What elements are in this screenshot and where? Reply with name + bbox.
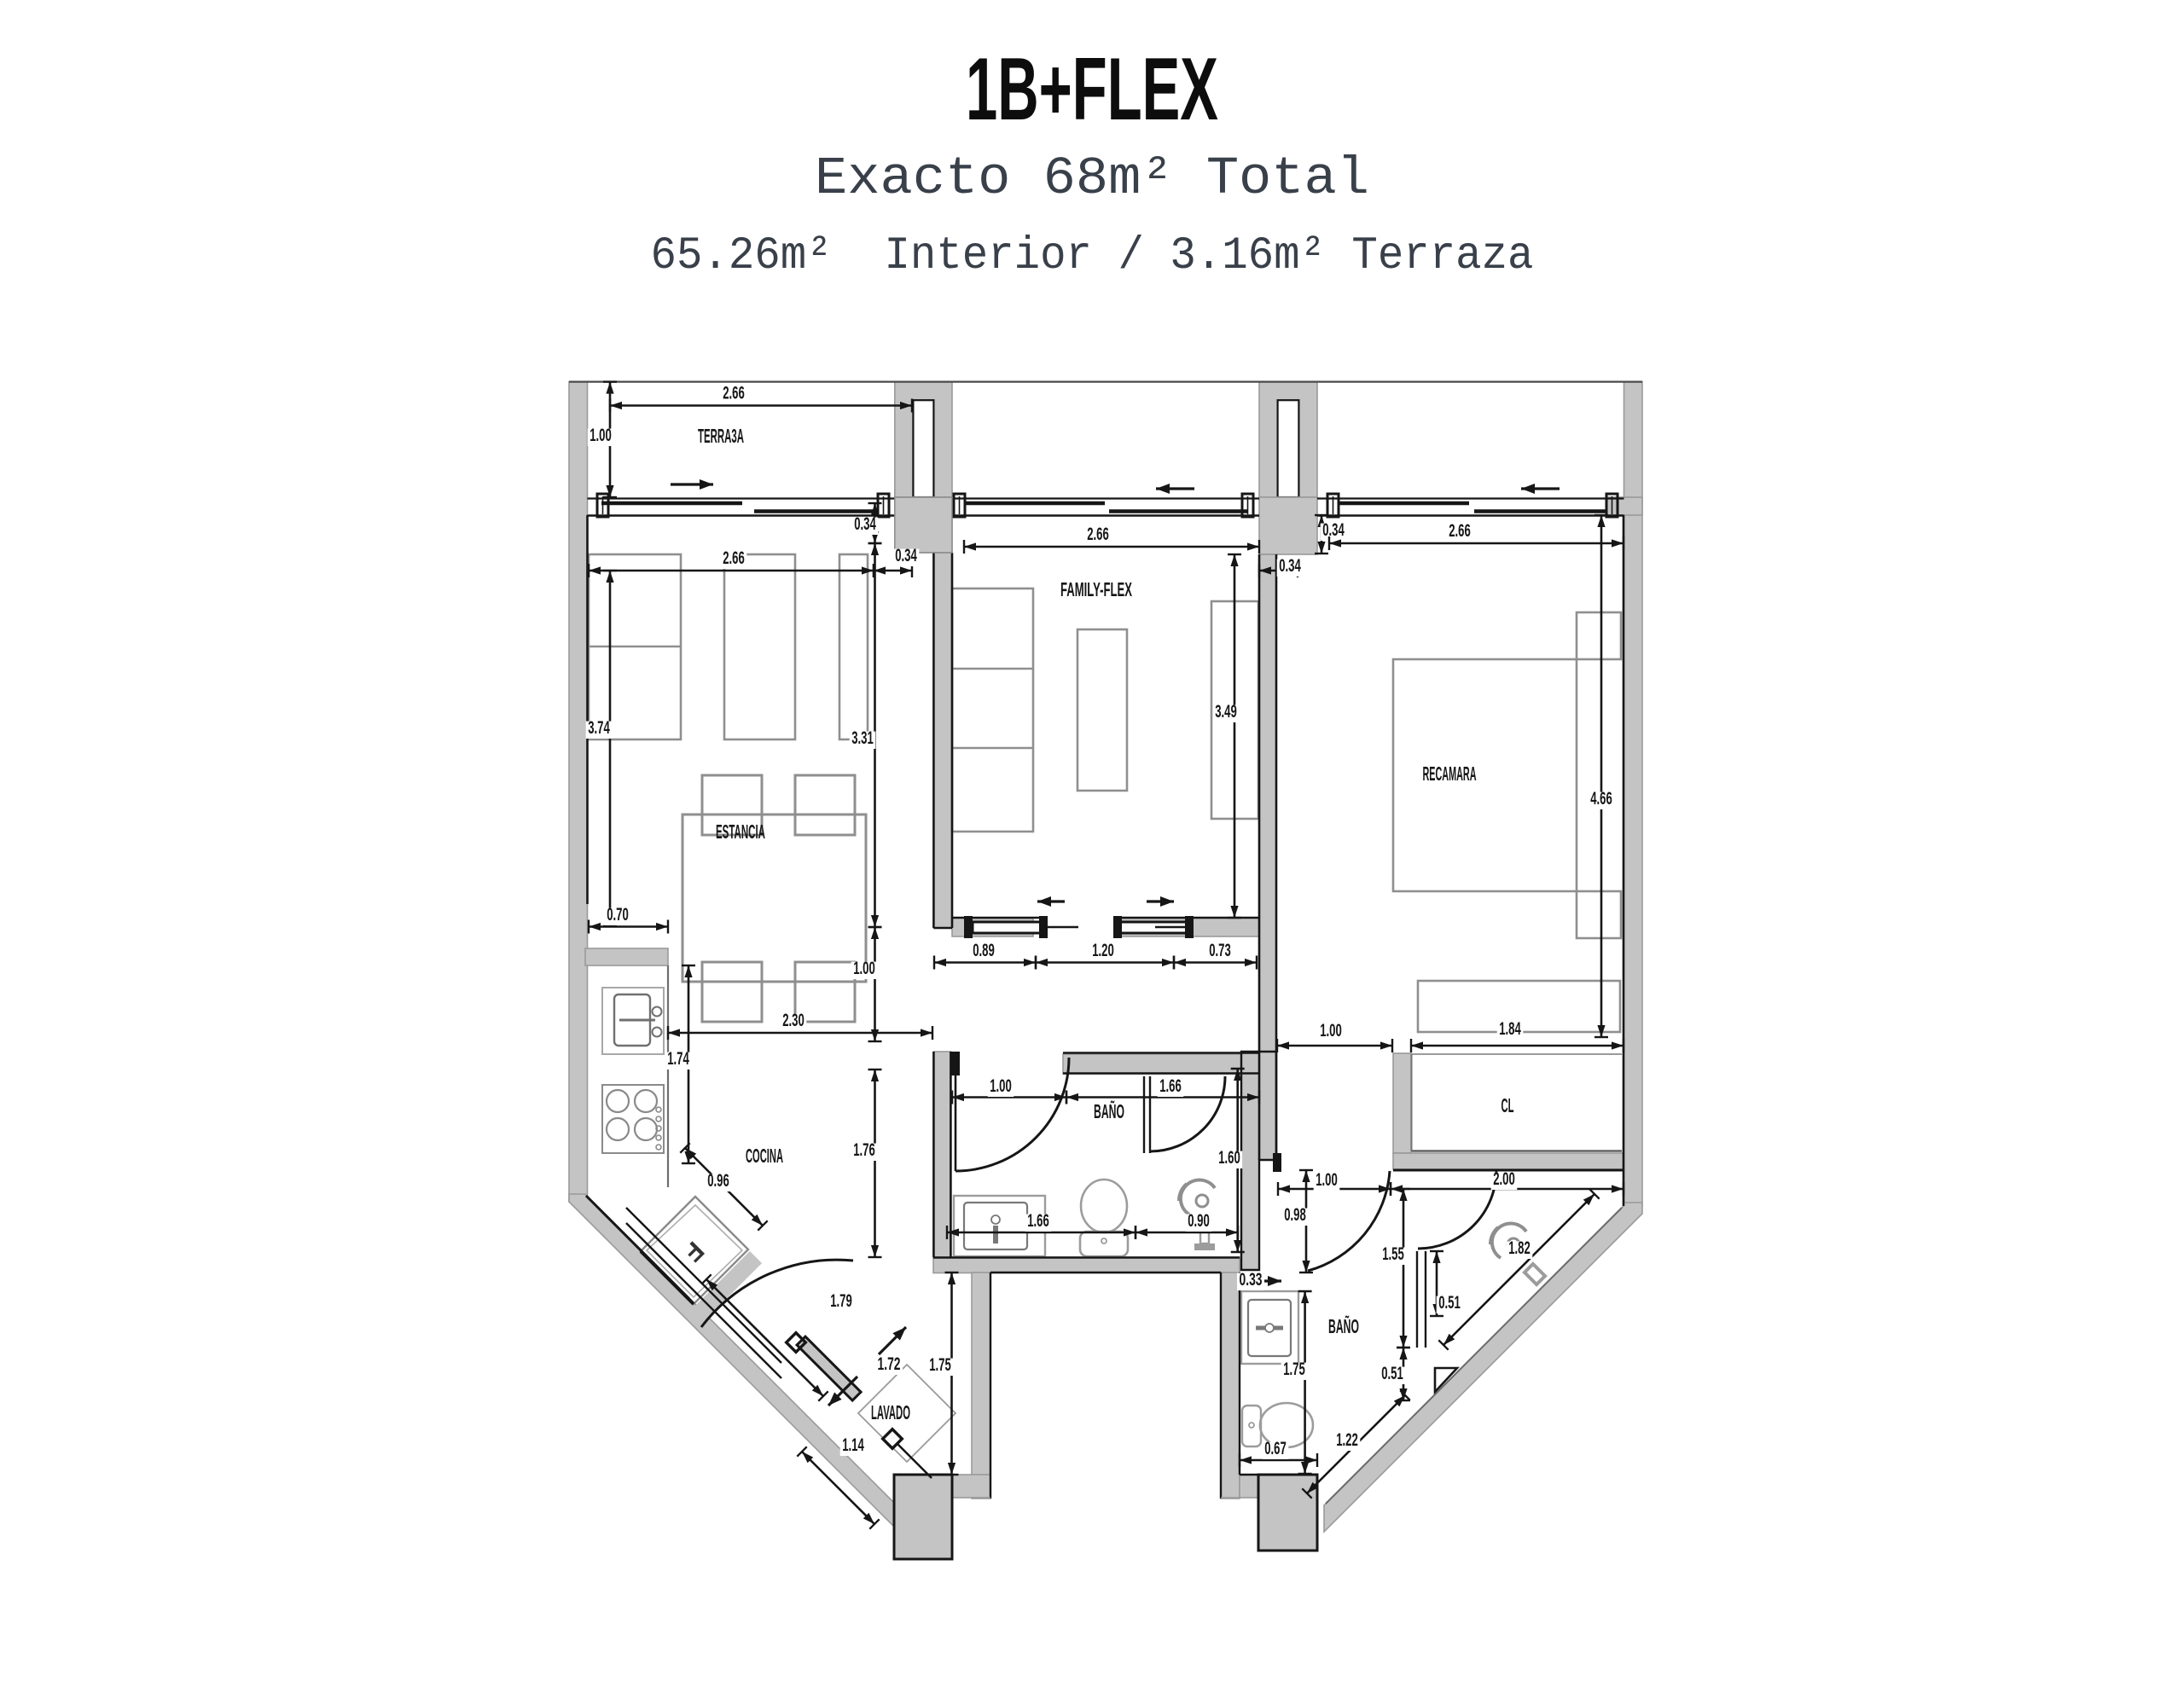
svg-text:0.96: 0.96 [707,1171,729,1191]
svg-text:0.73: 0.73 [1209,941,1231,960]
svg-text:1.82: 1.82 [1508,1238,1531,1258]
svg-text:1.76: 1.76 [853,1140,875,1160]
svg-text:0.98: 0.98 [1284,1205,1306,1225]
svg-text:1.75: 1.75 [929,1355,951,1375]
svg-text:1.00: 1.00 [990,1076,1012,1096]
svg-text:0.90: 0.90 [1188,1211,1210,1231]
svg-text:4.66: 4.66 [1590,789,1612,809]
svg-text:1.20: 1.20 [1092,941,1114,960]
svg-text:0.33: 0.33 [1240,1270,1263,1290]
svg-text:0.67: 0.67 [1264,1439,1287,1458]
svg-text:CL: CL [1502,1094,1514,1116]
svg-text:1B+FLEX: 1B+FLEX [966,40,1218,139]
svg-text:BAÑO: BAÑO [1094,1099,1124,1122]
svg-text:0.34: 0.34 [1279,556,1301,576]
svg-text:2.66: 2.66 [723,384,745,403]
svg-text:2.66: 2.66 [1449,521,1471,541]
svg-text:COCINA: COCINA [746,1145,783,1167]
svg-text:FAMILY-FLEX: FAMILY-FLEX [1060,578,1132,600]
svg-text:0.34: 0.34 [1322,520,1345,540]
svg-text:1.60: 1.60 [1218,1148,1240,1168]
svg-text:1.84: 1.84 [1499,1019,1521,1039]
svg-text:2.66: 2.66 [723,548,745,568]
svg-text:1.72: 1.72 [878,1354,901,1374]
svg-text:1.14: 1.14 [842,1435,864,1455]
svg-text:ESTANCIA: ESTANCIA [716,820,765,843]
svg-text:LAVADO: LAVADO [871,1401,910,1423]
svg-text:1.00: 1.00 [1320,1021,1342,1041]
svg-text:0.70: 0.70 [607,905,629,925]
svg-text:1.55: 1.55 [1382,1244,1404,1264]
svg-text:2.00: 2.00 [1493,1169,1515,1189]
svg-text:TERRA3A: TERRA3A [698,425,744,447]
svg-text:1.00: 1.00 [853,959,875,978]
svg-text:BAÑO: BAÑO [1328,1314,1359,1337]
svg-text:0.34: 0.34 [895,546,917,565]
svg-text:1.75: 1.75 [1283,1359,1305,1379]
svg-text:1.79: 1.79 [830,1291,852,1311]
svg-text:1.00: 1.00 [1316,1170,1338,1190]
svg-text:0.51: 0.51 [1381,1364,1403,1383]
svg-text:0.51: 0.51 [1438,1293,1461,1313]
svg-text:1.66: 1.66 [1159,1076,1182,1096]
svg-text:65.26m² Interior / 3.16m² Ter: 65.26m² Interior / 3.16m² Terraza [651,230,1534,282]
svg-text:1.66: 1.66 [1027,1211,1049,1231]
svg-text:2.66: 2.66 [1087,525,1109,544]
svg-text:2.30: 2.30 [782,1011,804,1030]
svg-text:1.74: 1.74 [667,1049,689,1069]
svg-text:3.74: 3.74 [588,718,610,738]
svg-text:0.34: 0.34 [854,514,876,534]
svg-text:0.89: 0.89 [973,941,995,960]
svg-text:1.22: 1.22 [1336,1430,1358,1450]
svg-text:3.49: 3.49 [1215,702,1237,722]
svg-text:RECAMARA: RECAMARA [1423,762,1477,785]
svg-text:1.00: 1.00 [590,426,612,445]
svg-text:3.31: 3.31 [851,728,874,748]
svg-text:Exacto 68m² Total: Exacto 68m² Total [815,148,1369,209]
